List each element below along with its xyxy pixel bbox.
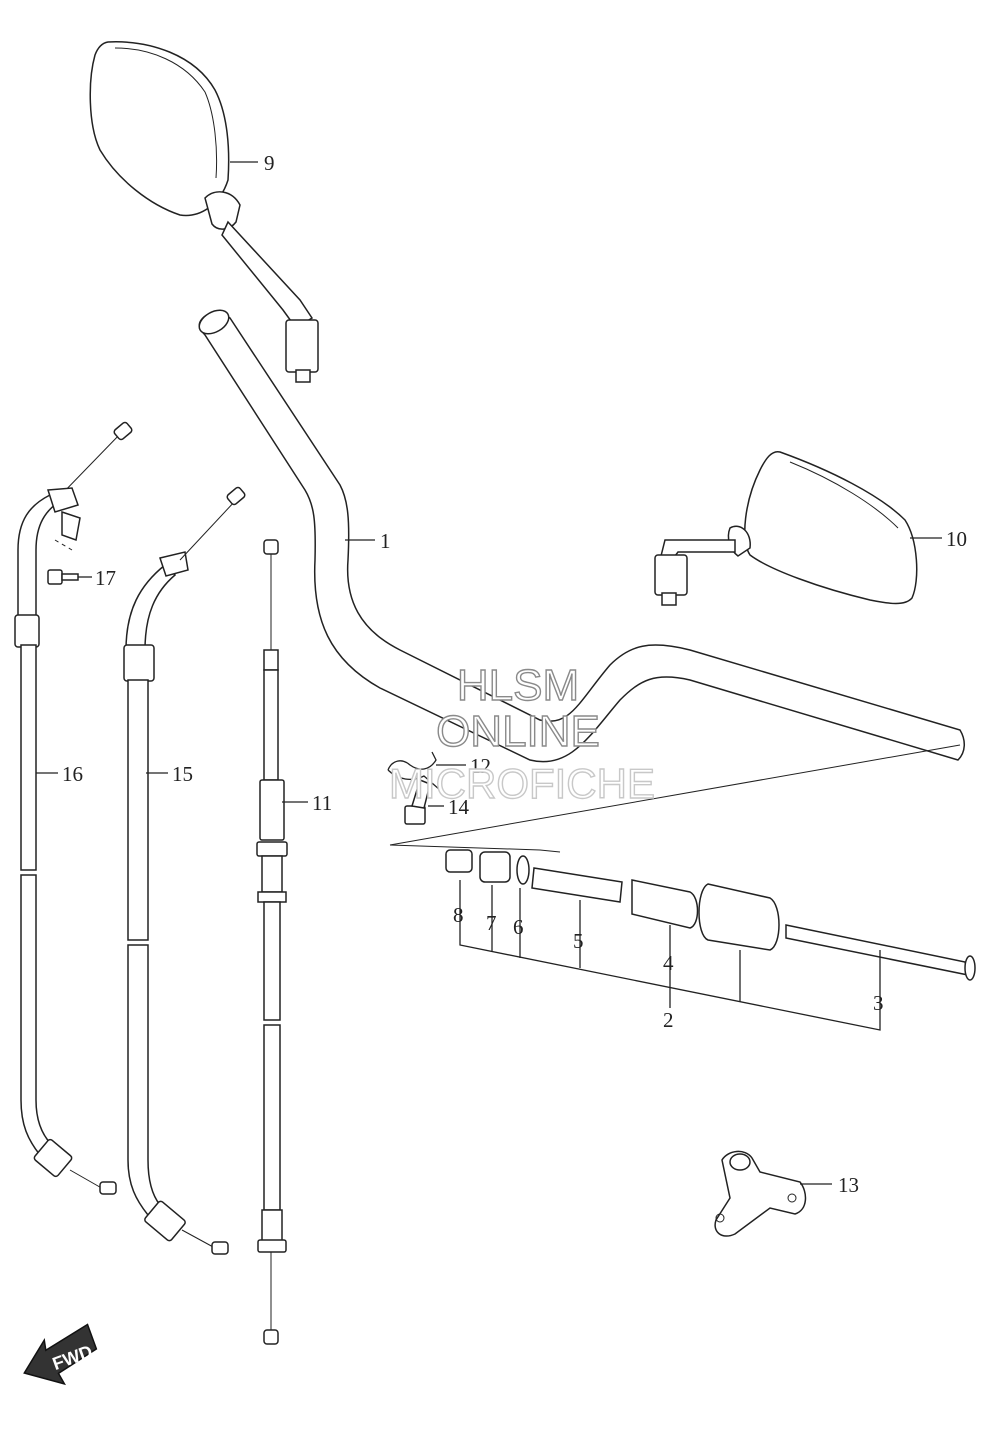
label-13: 13 <box>838 1173 859 1197</box>
handlebar[interactable] <box>195 305 965 763</box>
clutch-cable-11[interactable] <box>256 539 288 1345</box>
label-11: 11 <box>312 791 332 815</box>
label-17: 17 <box>95 566 116 590</box>
bracket[interactable] <box>714 1150 807 1237</box>
throttle-cable-16[interactable] <box>14 421 133 1195</box>
fwd-arrow-icon: FWD <box>23 1323 98 1386</box>
label-9: 9 <box>264 151 275 175</box>
label-14: 14 <box>448 795 470 819</box>
label-12: 12 <box>470 754 491 778</box>
watermark-line-2: ONLINE <box>436 707 600 756</box>
watermark-line-3: MICROFICHE <box>389 760 655 807</box>
bolt[interactable] <box>404 779 431 825</box>
leader-lines <box>36 161 942 1185</box>
label-5: 5 <box>573 929 584 953</box>
label-10: 10 <box>946 527 967 551</box>
throttle-cable-15[interactable] <box>123 486 246 1255</box>
label-6: 6 <box>513 915 524 939</box>
label-8: 8 <box>453 903 464 927</box>
label-1: 1 <box>380 529 391 553</box>
mirror-left[interactable] <box>89 41 319 383</box>
spring-clip[interactable] <box>387 751 441 791</box>
bar-end-assembly[interactable] <box>389 744 976 981</box>
label-2: 2 <box>663 1008 674 1032</box>
label-16: 16 <box>62 762 83 786</box>
label-3: 3 <box>873 991 884 1015</box>
assembly-bracket <box>459 880 881 1031</box>
watermark-line-1: HLSM <box>457 661 579 710</box>
label-4: 4 <box>663 951 674 975</box>
label-7: 7 <box>486 911 497 935</box>
label-15: 15 <box>172 762 193 786</box>
mirror-right[interactable] <box>654 450 918 606</box>
